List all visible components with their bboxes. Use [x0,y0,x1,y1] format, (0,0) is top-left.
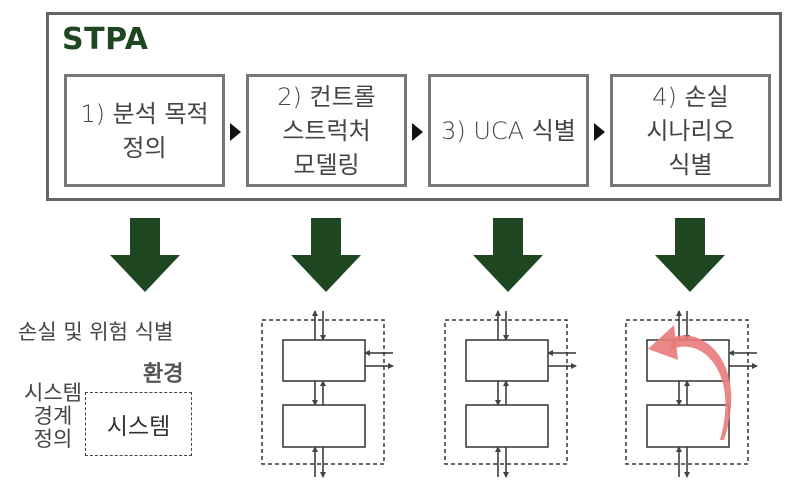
scenario-arrow-head [648,325,678,360]
flow-arrow-1-2 [230,123,241,141]
environment-label: 환경 [143,362,184,387]
flow-arrow-3-4 [594,123,605,141]
process-box-2 [282,404,366,448]
stpa-frame [46,12,782,201]
step-2-box: 2) 컨트롤 스트럭처 모델링 [246,74,407,187]
scenario-curved-arrow [670,335,732,440]
loss-hazard-label: 손실 및 위험 식별 [18,320,174,344]
controller-box-2 [282,339,366,382]
control-structure-panel-2 [261,310,394,478]
down-arrow-step-4 [655,218,725,292]
step-1-box: 1) 분석 목적 정의 [64,74,225,187]
system-boundary-label: 시스템 경계 정의 [24,381,82,451]
controller-box-3 [465,339,549,382]
down-arrow-step-1 [110,218,180,292]
down-arrow-step-3 [473,218,543,292]
control-structure-panel-3 [444,310,577,478]
down-arrow-step-2 [291,218,361,292]
system-label: 시스템 [106,414,171,440]
system-box: 시스템 [85,392,192,456]
step-4-box: 4) 손실 시나리오 식별 [610,74,771,187]
control-structure-panel-4 [625,310,758,478]
flow-arrow-2-3 [412,123,423,141]
process-box-3 [465,404,549,448]
stpa-title: STPA [62,22,149,57]
process-box-4 [646,404,730,448]
step-3-box: 3) UCA 식별 [428,74,589,187]
